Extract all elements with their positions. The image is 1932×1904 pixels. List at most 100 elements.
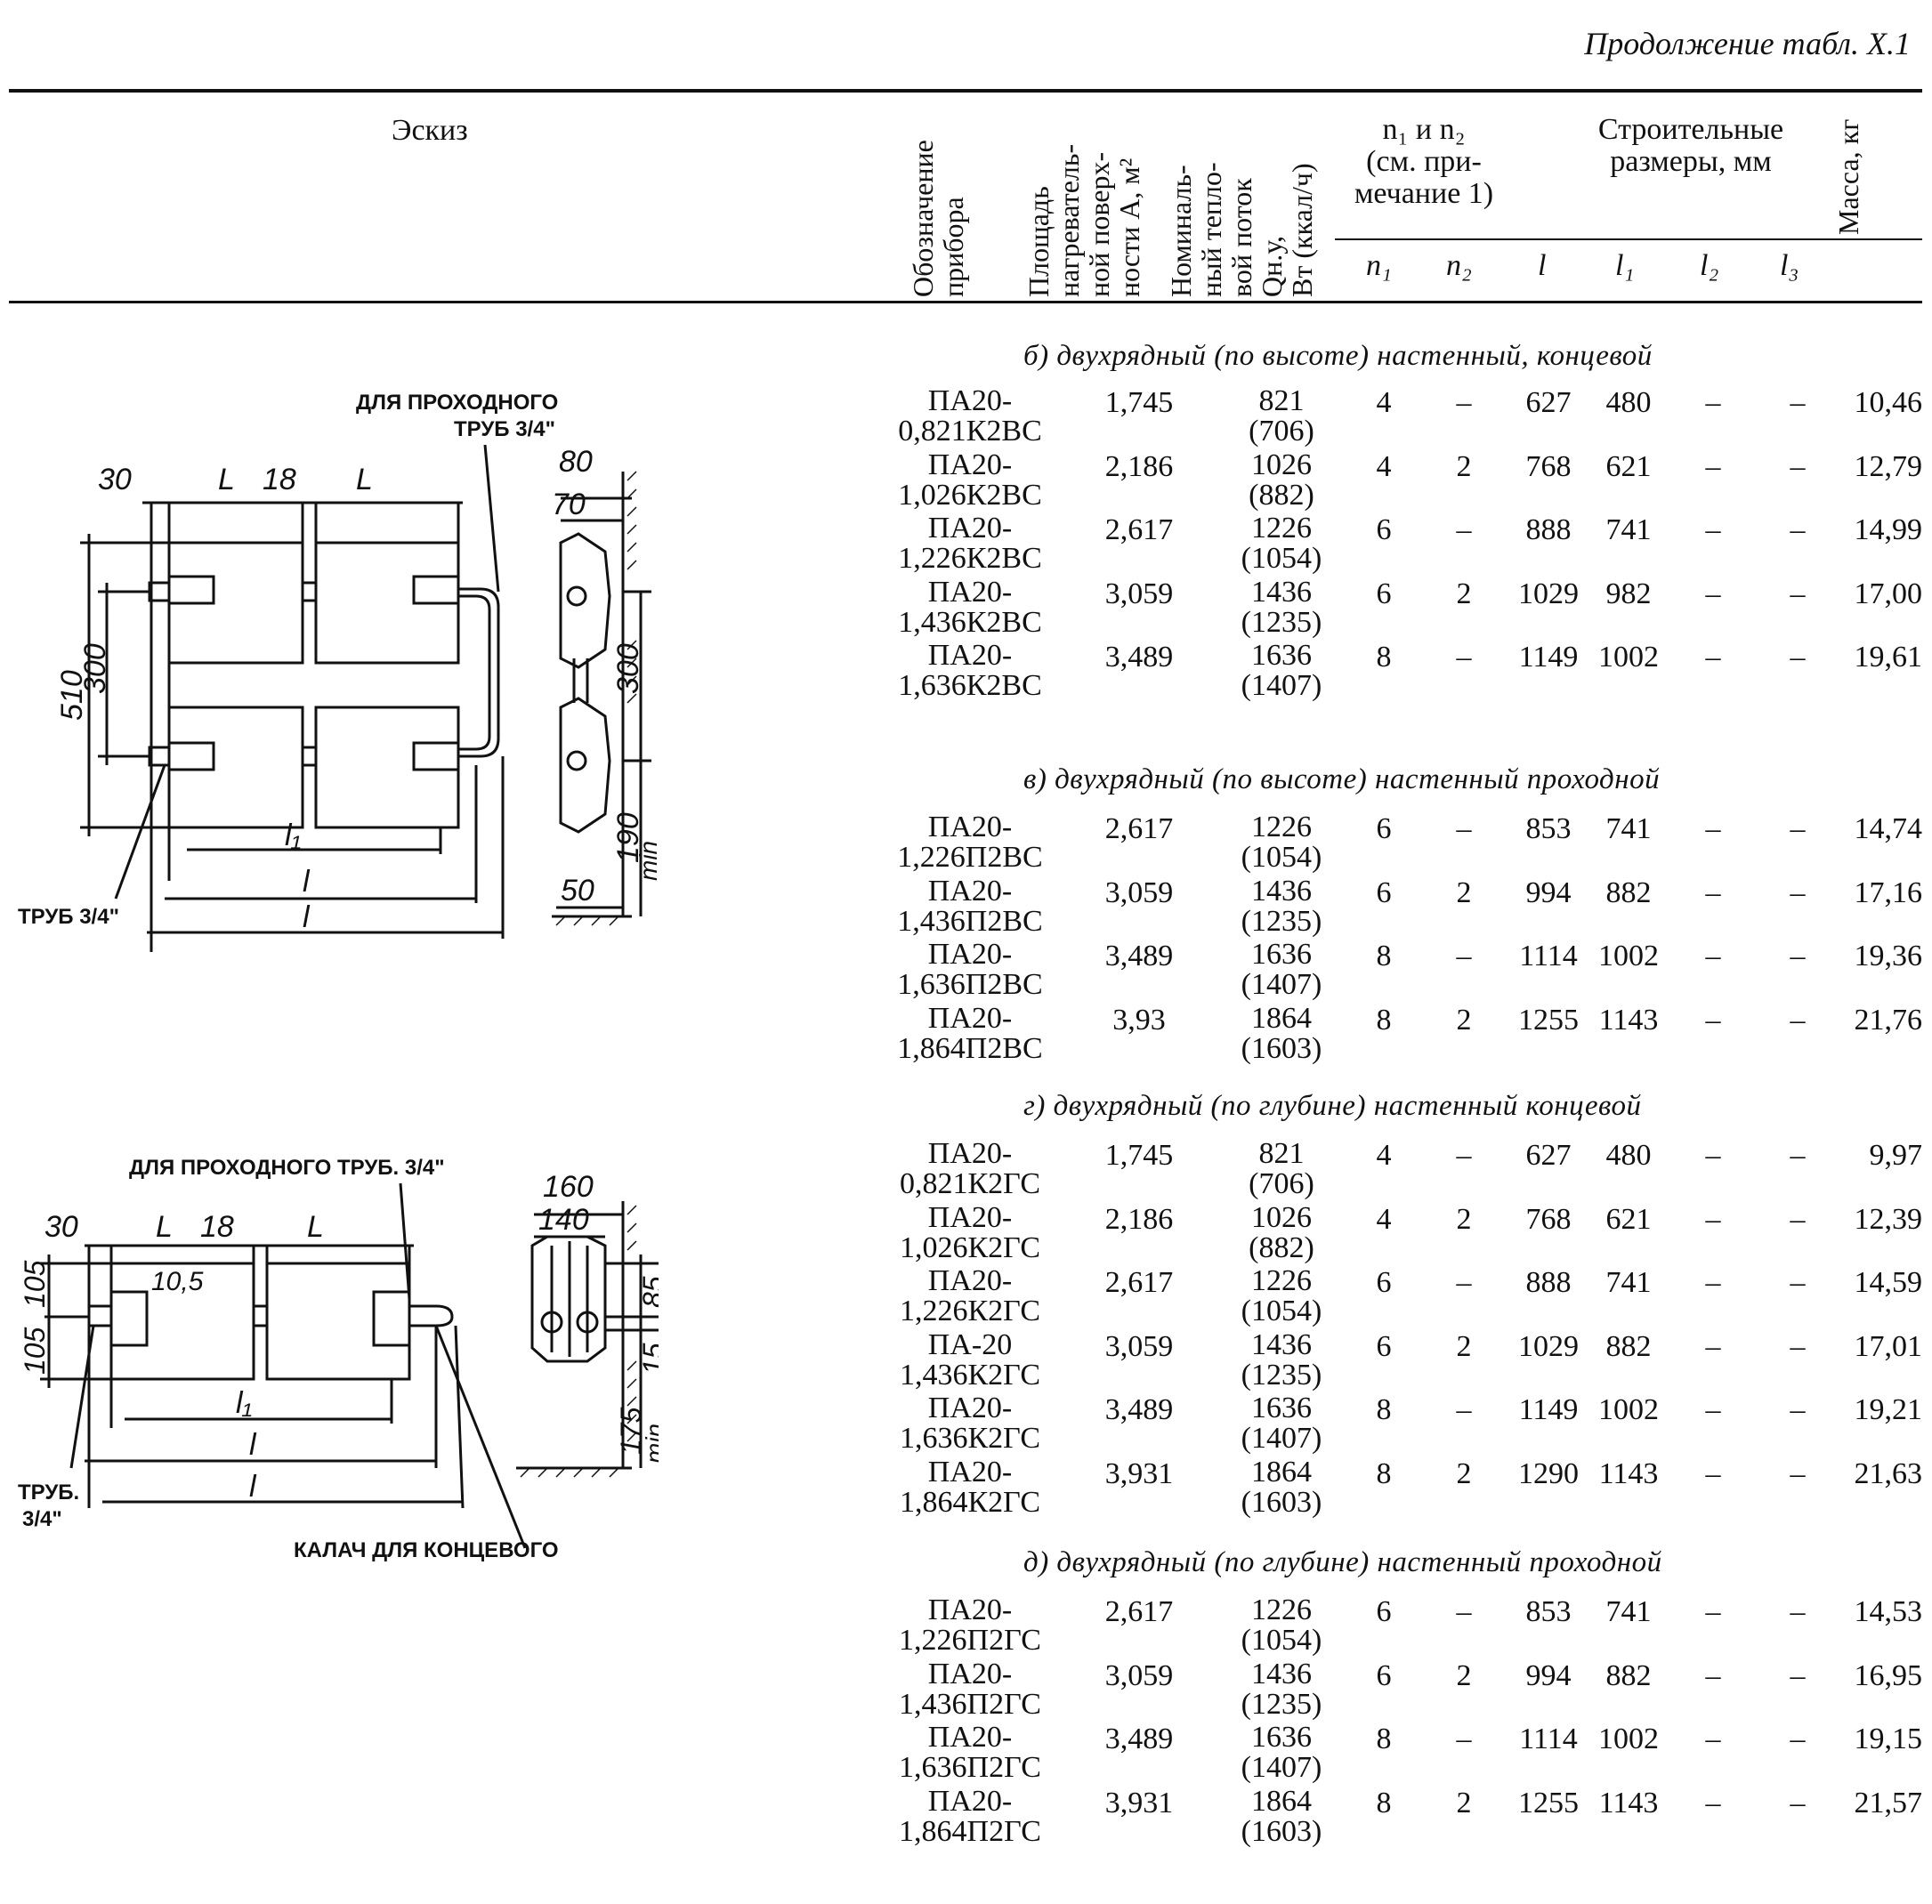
cell-l2: – (1705, 577, 1721, 610)
cell-l: 1255 (1518, 1003, 1579, 1037)
heat-flux-kcal: (882) (1249, 478, 1314, 512)
cell-l: 853 (1525, 812, 1572, 845)
header-n-group: n₁ и n₂ (см. при- мечание 1) (1354, 113, 1494, 210)
header-sub-rule (1335, 238, 1922, 240)
cell-mass: 16,95 (1854, 1658, 1923, 1692)
sketch2-label-passthrough: ДЛЯ ПРОХОДНОГО ТРУБ. 3/4" (129, 1156, 445, 1180)
cell-l3: – (1790, 1003, 1806, 1037)
end-bend-pipe (409, 1304, 454, 1327)
section-title: в) двухрядный (по высоте) настенный прох… (1023, 763, 1661, 795)
cell-l: 1114 (1519, 940, 1578, 972)
sketch2-side-15: 15 (637, 1343, 659, 1375)
cell-n1: 8 (1376, 1786, 1392, 1819)
device-designation: ПА20-1,864П2ГС (877, 1784, 1063, 1847)
cell-n1: 4 (1376, 449, 1392, 483)
cell-area: 3,059 (1104, 577, 1174, 610)
radiator-section-right (265, 1262, 411, 1381)
heat-flux-kcal: (1235) (1241, 605, 1322, 639)
cell-area: 3,489 (1104, 1722, 1174, 1755)
section-title: д) двухрядный (по глубине) настенный про… (1023, 1546, 1662, 1578)
cell-l: 768 (1525, 449, 1572, 483)
cell-mass: 12,79 (1854, 449, 1923, 483)
cell-l2: – (1705, 812, 1721, 845)
cell-l3: – (1790, 940, 1806, 972)
heat-flux-watts: 1226 (1251, 512, 1312, 545)
device-designation: ПА20-1,436К2ВС (877, 577, 1063, 638)
cell-l3: – (1790, 812, 1806, 845)
header-area: Площадь нагреватель- ной поверх- ности A… (1023, 143, 1145, 297)
heat-flux-watts: 1864 (1251, 1784, 1312, 1818)
cell-l: 1149 (1518, 1393, 1579, 1426)
cell-mass: 17,01 (1854, 1329, 1923, 1363)
heat-flux-watts: 1436 (1251, 874, 1312, 908)
sketch1-dim-30: 30 (98, 463, 132, 496)
cell-n2: 2 (1456, 577, 1472, 610)
header-sub-l3: l₃ (1780, 249, 1799, 282)
cell-n1: 8 (1376, 1003, 1392, 1037)
cell-l: 1114 (1519, 1722, 1578, 1755)
cell-n2: – (1456, 513, 1472, 546)
heat-flux: 1436(1235) (1233, 1657, 1330, 1721)
sketch1-label-pipe-top: ТРУБ 3/4" (454, 417, 555, 441)
header-sketch: Эскиз (392, 114, 468, 147)
heat-flux-watts: 1226 (1251, 1264, 1312, 1297)
cell-n2: 2 (1456, 1329, 1472, 1363)
designation-line-1: ПА-20 (927, 1327, 1013, 1361)
heat-flux: 1226(1054) (1233, 513, 1330, 574)
cell-n2: – (1456, 641, 1472, 674)
device-designation: ПА20-1,864К2ГС (877, 1456, 1063, 1518)
designation-line-2: 1,636К2ВС (898, 669, 1042, 702)
device-designation: ПА20-0,821К2ГС (877, 1139, 1063, 1199)
cell-mass: 14,99 (1854, 513, 1923, 546)
heat-flux: 1026(882) (1233, 449, 1330, 512)
cell-n1: 6 (1376, 577, 1392, 610)
cell-l3: – (1790, 577, 1806, 610)
cell-l2: – (1705, 513, 1721, 546)
cell-l: 888 (1525, 1266, 1572, 1299)
cell-area: 2,186 (1104, 449, 1174, 483)
cell-n2: – (1456, 1722, 1472, 1755)
heat-flux: 1436(1235) (1233, 1329, 1330, 1391)
sketch1-dim-510: 510 (55, 670, 89, 721)
designation-line-2: 0,821К2ГС (899, 1167, 1041, 1200)
designation-line-1: ПА20- (927, 1784, 1013, 1818)
designation-line-2: 1,226К2ГС (899, 1295, 1041, 1327)
device-designation: ПА20-1,636П2ВС (877, 940, 1063, 1000)
header-top-rule (9, 89, 1922, 93)
designation-line-1: ПА20- (927, 512, 1013, 545)
heat-flux-watts: 1436 (1251, 1657, 1312, 1690)
heat-flux: 1636(1407) (1233, 1722, 1330, 1783)
cell-l1: 480 (1605, 1139, 1652, 1172)
heat-flux-kcal: (1603) (1241, 1814, 1322, 1848)
sketch1-side-70: 70 (552, 488, 586, 521)
device-designation: ПА20-1,636К2ВС (877, 641, 1063, 701)
cell-l1: 741 (1605, 1595, 1652, 1628)
cell-l2: – (1705, 386, 1721, 419)
cell-area: 1,745 (1104, 1139, 1174, 1172)
designation-line-1: ПА20- (927, 1200, 1013, 1234)
cell-area: 3,93 (1112, 1003, 1166, 1037)
designation-line-2: 1,026К2ГС (899, 1230, 1041, 1264)
cell-area: 2,617 (1104, 1266, 1174, 1299)
cell-l: 627 (1525, 386, 1572, 419)
cell-l2: – (1705, 1266, 1721, 1299)
cell-n1: 6 (1376, 1266, 1392, 1299)
cell-l3: – (1790, 641, 1806, 674)
cell-l2: – (1705, 1393, 1721, 1426)
cell-mass: 14,74 (1854, 812, 1923, 845)
heat-flux-kcal: (1235) (1241, 1687, 1322, 1721)
cell-mass: 14,53 (1854, 1595, 1923, 1628)
cell-l3: – (1790, 1595, 1806, 1628)
cell-mass: 21,57 (1854, 1786, 1923, 1819)
cell-mass: 21,63 (1854, 1456, 1923, 1490)
cell-n2: 2 (1456, 449, 1472, 483)
header-bottom-rule (9, 301, 1922, 303)
header-sub-l2: l₂ (1700, 249, 1719, 282)
heat-flux: 1436(1235) (1233, 874, 1330, 937)
